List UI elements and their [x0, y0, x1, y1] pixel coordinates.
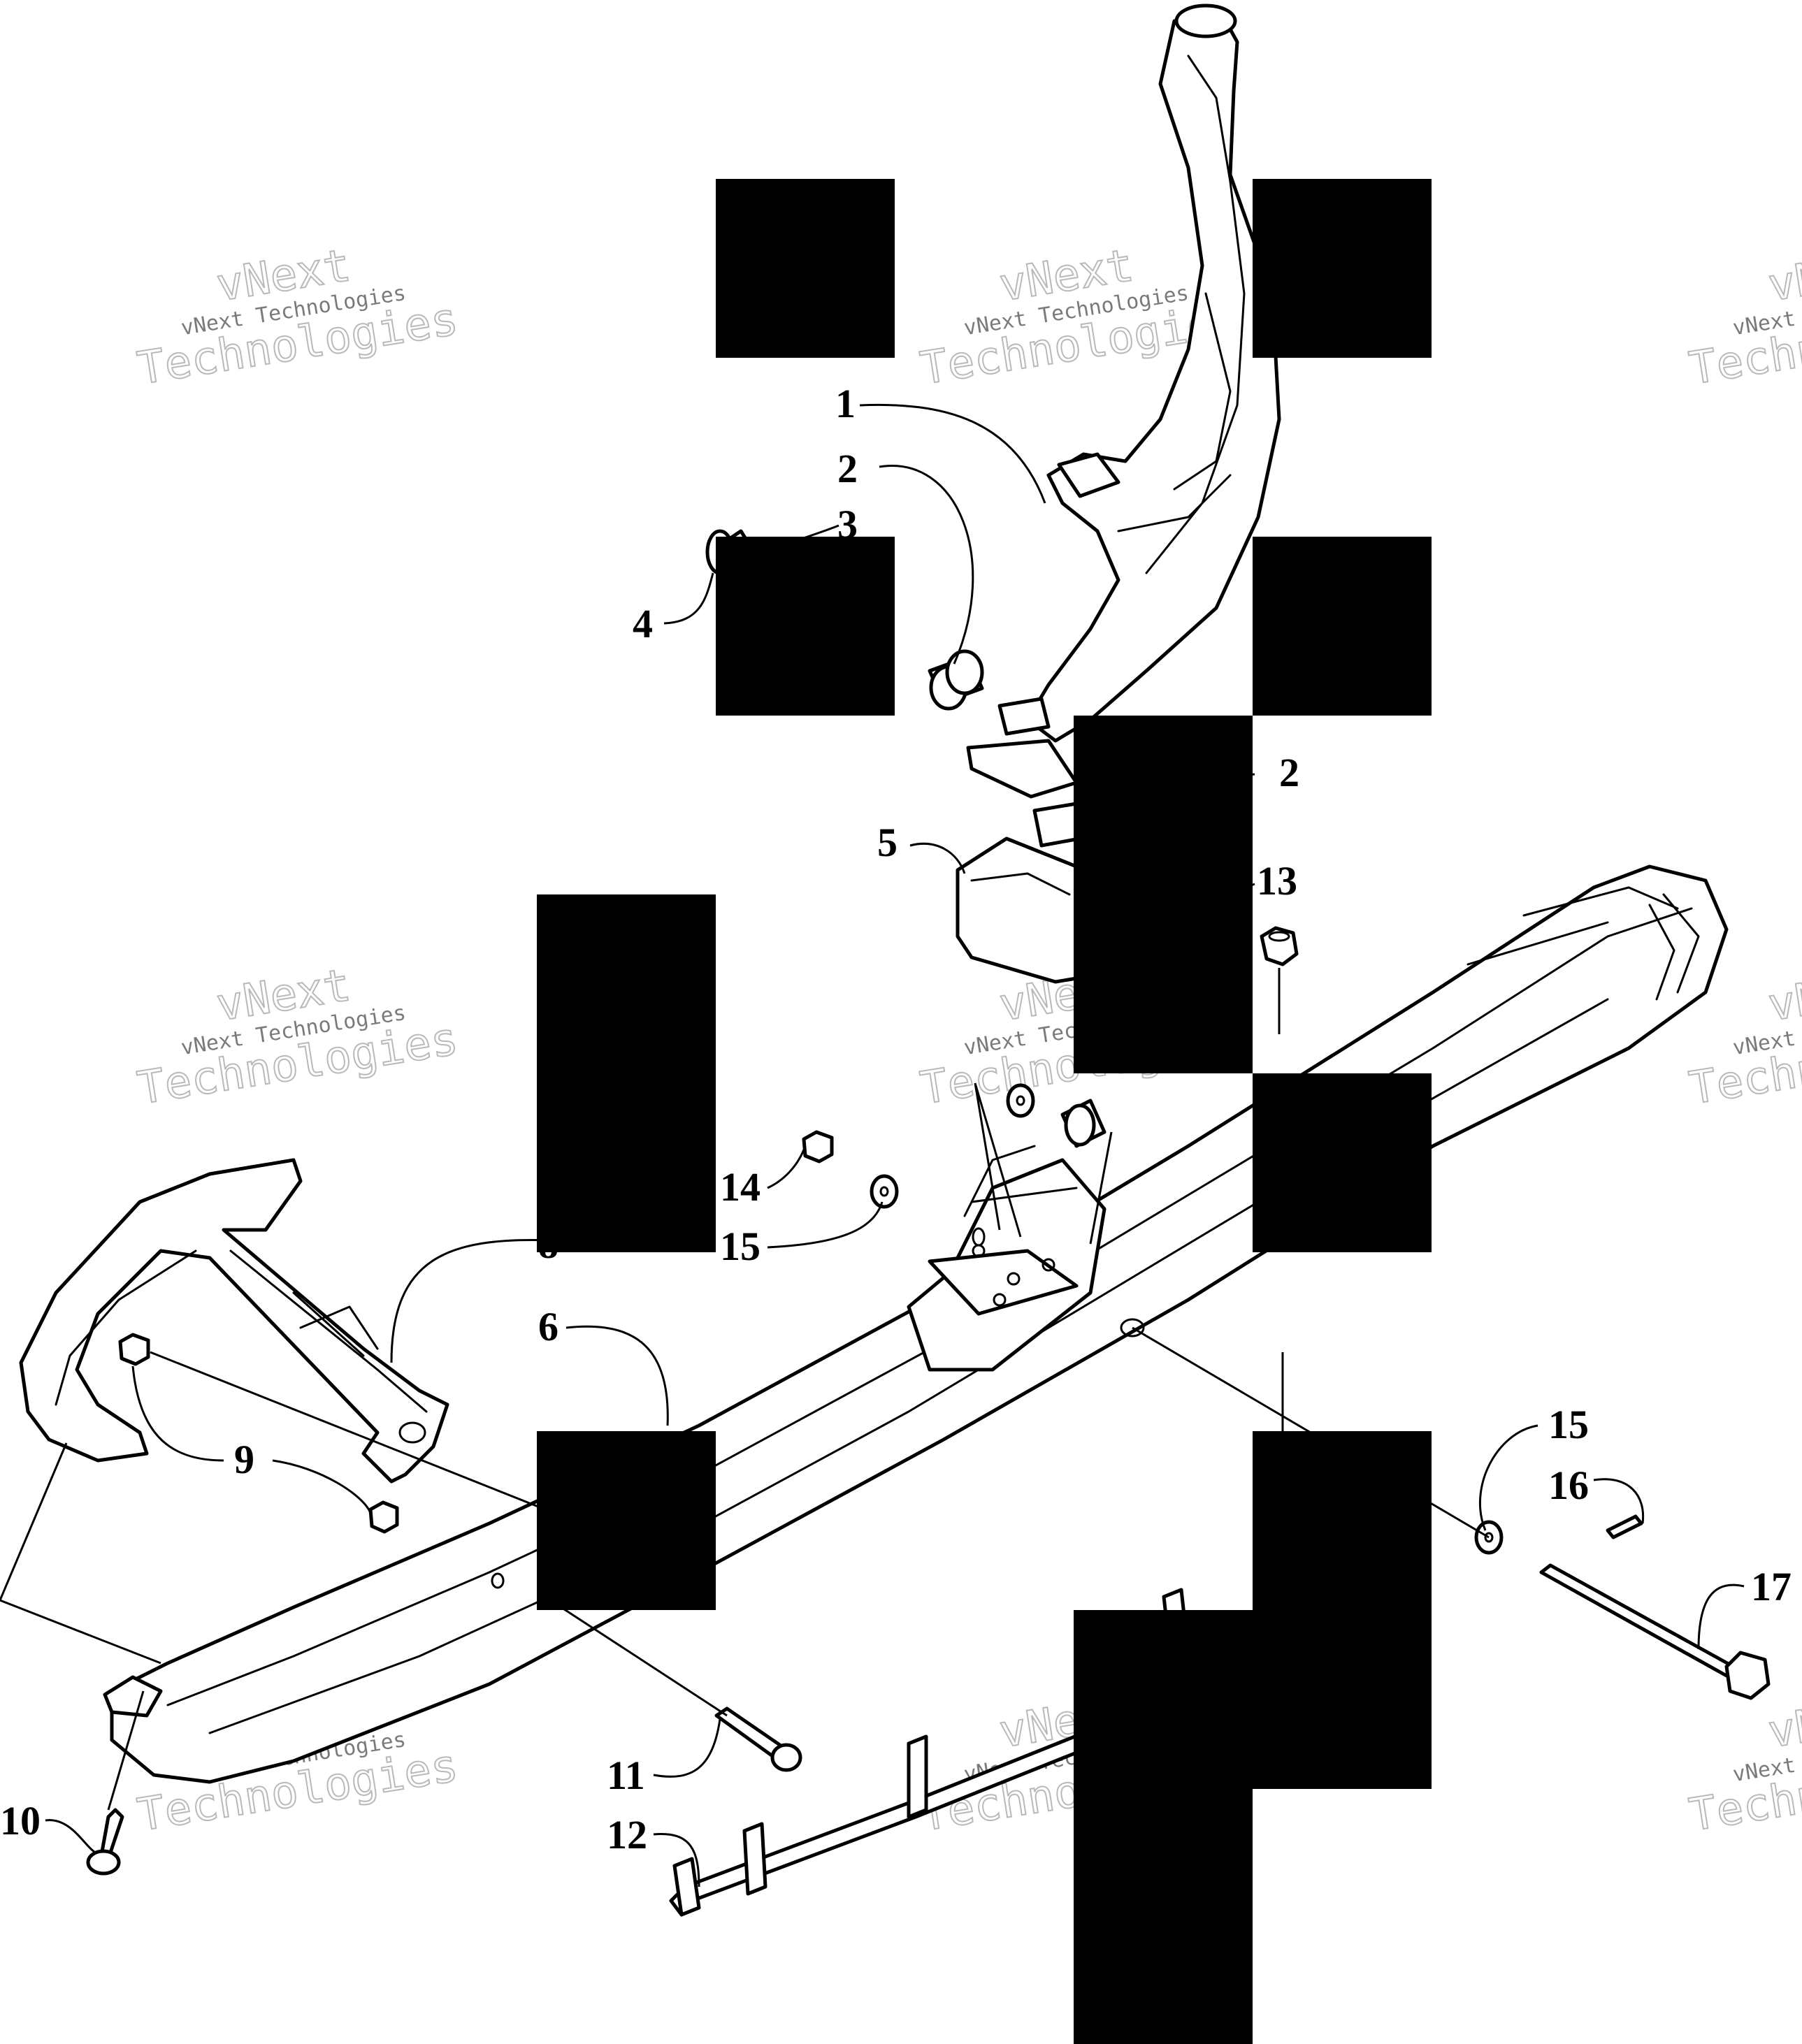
redaction-block: [1253, 1073, 1432, 1252]
leader-15-right: [1478, 1424, 1538, 1531]
callout-10: 10: [0, 1798, 41, 1843]
redaction-block: [1253, 537, 1432, 716]
callout-9: 9: [234, 1437, 254, 1482]
nut-part-13: [1260, 926, 1299, 966]
leader-16: [1593, 1478, 1645, 1524]
watermark-9: vNext vNext Technologies Technologies: [1685, 1686, 1802, 1842]
nut-washer-part-14-15: [802, 1083, 1107, 1209]
leader-17: [1697, 1583, 1745, 1650]
watermark-3: vNext vNext Technologies Technologies: [1685, 239, 1802, 396]
callout-12: 12: [607, 1812, 647, 1857]
assembly-line-riser: [974, 1082, 1022, 1238]
callout-15-left: 15: [720, 1224, 761, 1269]
leader-4: [663, 572, 714, 625]
redaction-block: [537, 894, 716, 1252]
bolt-assembly-part-15-16-17: [1474, 1514, 1771, 1700]
leader-11: [653, 1718, 721, 1778]
watermark-script-line-1: vNext: [1765, 240, 1802, 312]
watermark-script-line-1: vNext: [1765, 1686, 1802, 1758]
leader-14: [767, 1149, 805, 1189]
redaction-block: [537, 1431, 716, 1610]
leader-15-left: [767, 1201, 884, 1249]
callout-17: 17: [1751, 1564, 1792, 1609]
wear-block-part-5: [956, 802, 1082, 984]
bushing-part-2: [928, 649, 984, 711]
redaction-block: [1074, 1610, 1253, 2044]
leader-5: [909, 842, 966, 874]
ski-handle-part-8: [19, 1158, 449, 1484]
assembly-line-tip-bolt: [107, 1690, 145, 1811]
callout-5: 5: [877, 820, 898, 865]
callout-2-lower: 2: [1279, 750, 1299, 795]
callout-2-upper: 2: [837, 446, 858, 491]
bolt-part-10: [86, 1808, 124, 1876]
callout-14: 14: [720, 1164, 761, 1210]
callout-4: 4: [633, 601, 653, 646]
leader-12: [653, 1832, 700, 1887]
redaction-block: [1074, 716, 1253, 1073]
leader-10: [45, 1819, 95, 1853]
callout-15-right: 15: [1548, 1402, 1589, 1447]
redaction-block: [716, 179, 895, 358]
leader-2-upper: [879, 465, 974, 665]
callout-1: 1: [835, 381, 856, 426]
spindle-part-1: [966, 3, 1281, 799]
callout-11: 11: [607, 1753, 645, 1798]
redaction-blocks: [537, 179, 1432, 2044]
leader-6: [565, 1325, 669, 1426]
redaction-block: [1253, 1431, 1432, 1789]
redaction-block: [1253, 179, 1432, 358]
watermark-4: vNext vNext Technologies Technologies: [134, 959, 462, 1115]
watermark-script-line-1: vNext: [1765, 959, 1802, 1031]
callout-13: 13: [1257, 858, 1297, 904]
bolt-part-11: [714, 1706, 802, 1772]
callout-16: 16: [1548, 1463, 1589, 1508]
nut-part-9: [118, 1333, 399, 1534]
leader-9-a: [131, 1365, 224, 1462]
leader-8: [390, 1239, 553, 1363]
assembly-line-mount: [1089, 1131, 1113, 1245]
leader-1: [859, 403, 1046, 504]
watermark-1: vNext vNext Technologies Technologies: [134, 239, 462, 396]
assembly-line-handle-nut: [150, 1351, 546, 1511]
callout-6: 6: [538, 1304, 558, 1349]
redaction-block: [716, 537, 895, 716]
assembly-line-handle-tip: [0, 1442, 161, 1665]
leader-lines: [0, 403, 1745, 1887]
leader-9-b: [272, 1459, 372, 1514]
assembly-line-handle-bolt: [555, 1602, 728, 1717]
